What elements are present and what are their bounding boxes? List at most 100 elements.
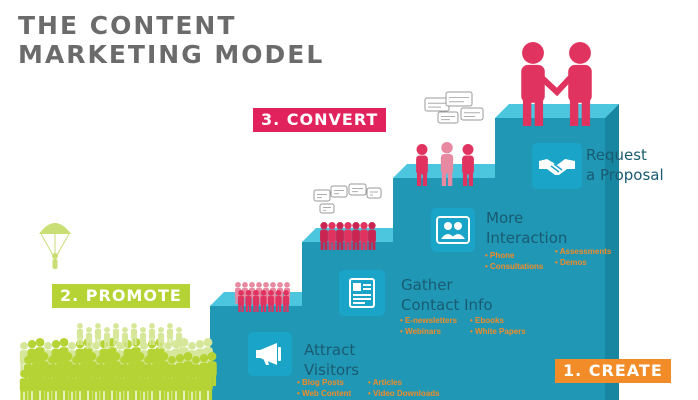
pink-crowd-person (360, 222, 368, 250)
speech-bubbles (313, 91, 484, 214)
step-gather-line-2: Contact Info (401, 296, 493, 314)
green-crowd-person (166, 323, 174, 345)
speech-bubble-icon (330, 185, 348, 198)
step-gather-contact-info: Gather Contact Info (401, 275, 493, 315)
green-crowd-person (121, 327, 129, 349)
step-more-interaction: More Interaction (486, 208, 567, 248)
stage-create-label: 1. CREATE (555, 359, 671, 383)
green-crowd-person (27, 368, 37, 400)
green-crowd-person (19, 370, 29, 400)
green-crowd-person (76, 323, 84, 345)
green-crowd-person (155, 366, 165, 400)
more-items-left: Phone Consultations (485, 250, 543, 272)
attract-items-left: Blog Posts Web Content (297, 377, 351, 399)
green-crowd-person (43, 370, 53, 400)
speech-bubble-icon (437, 111, 459, 124)
green-crowd-person (51, 368, 61, 400)
list-item: Demos (555, 257, 611, 268)
green-crowd-person (157, 327, 165, 349)
pink-crowd-person (344, 222, 352, 250)
speech-bubble-icon (319, 203, 335, 214)
step-attract-visitors: Attract Visitors (304, 340, 359, 380)
green-crowd-person (195, 368, 205, 400)
green-crowd-person (103, 327, 111, 349)
pink-crowd-person (245, 290, 252, 312)
pink-crowd-person (237, 290, 245, 312)
title-line-1: THE CONTENT (18, 11, 237, 40)
list-item: Webinars (400, 326, 457, 337)
green-crowd-person (187, 370, 197, 400)
attract-items-right: Articles Video Downloads (368, 377, 440, 399)
handshake-person (521, 42, 545, 126)
green-crowd-person (107, 366, 117, 400)
green-crowd-person (139, 327, 147, 349)
green-crowd-person (35, 366, 45, 400)
gather-items-right: Ebooks White Papers (470, 315, 526, 337)
green-crowd-person (131, 366, 141, 400)
green-crowd-person (171, 368, 181, 400)
pink-crowd-person (352, 222, 360, 250)
green-crowd-person (67, 370, 77, 400)
green-crowd-person (130, 323, 138, 345)
green-crowd-person (179, 366, 189, 400)
green-crowd-person (203, 366, 213, 400)
step-attract-line-1: Attract (304, 341, 356, 359)
speech-bubble-icon (424, 97, 450, 112)
green-crowd-person (94, 323, 102, 345)
handshake-icon (532, 143, 582, 189)
speech-bubble-icon (460, 107, 484, 121)
green-crowd-person (163, 370, 173, 400)
green-crowd-figures (19, 323, 217, 400)
pink-crowd-person (320, 222, 328, 250)
list-item: Articles (368, 377, 440, 388)
handshake-arms (539, 75, 573, 97)
speech-bubble-icon (445, 91, 473, 107)
stair-riser (302, 242, 410, 400)
pink-crowd-person (252, 290, 260, 312)
green-crowd-person (59, 366, 69, 400)
speech-bubble-icon (366, 187, 382, 199)
list-item: Web Content (297, 388, 351, 399)
megaphone-icon (248, 332, 292, 376)
list-item-continuation: Consultations (485, 261, 543, 272)
handshake-person (568, 42, 592, 126)
list-item: Ebooks (470, 315, 526, 326)
green-crowd-person (85, 327, 93, 349)
step-attract-line-2: Visitors (304, 361, 360, 379)
list-item: Assessments (555, 246, 612, 257)
pink-crowd-person (267, 290, 275, 312)
pink-crowd-person (260, 290, 267, 312)
green-crowd-person (91, 370, 101, 400)
list-item: Video Downloads (368, 388, 440, 399)
phone-caller-person (416, 144, 428, 186)
list-item: White Papers (470, 326, 526, 337)
green-crowd-person (112, 323, 120, 345)
green-crowd-person (147, 368, 157, 400)
list-item: E-newsletters (400, 315, 457, 326)
green-crowd-person (139, 370, 149, 400)
green-crowd-person (148, 323, 156, 345)
list-item: Blog Posts (297, 377, 351, 388)
step-gather-line-1: Gather (401, 276, 453, 294)
stair-side (605, 104, 619, 400)
pink-crowd-person (275, 290, 282, 312)
green-crowd-person (75, 368, 85, 400)
speech-bubble-icon (348, 183, 367, 196)
more-items-right: Assessments Demos (555, 246, 612, 268)
step-request-line-1: Request (586, 146, 647, 164)
step-request-line-2: a Proposal (586, 166, 664, 184)
step-request-proposal: Request a Proposal (586, 145, 664, 185)
gather-items-left: E-newsletters Webinars (400, 315, 457, 337)
phone-caller-person (440, 142, 454, 186)
list-item: Consultations (490, 262, 544, 271)
speech-bubble-icon (313, 189, 331, 202)
pink-crowd-person (328, 222, 336, 250)
pink-crowd-figures (234, 42, 592, 312)
phone-caller-person (462, 144, 474, 186)
green-crowd-person (83, 366, 93, 400)
people-icon (431, 208, 475, 252)
step-more-line-1: More (486, 209, 524, 227)
pink-crowd-person (368, 222, 376, 250)
stage-convert-label: 3. CONVERT (253, 108, 387, 132)
